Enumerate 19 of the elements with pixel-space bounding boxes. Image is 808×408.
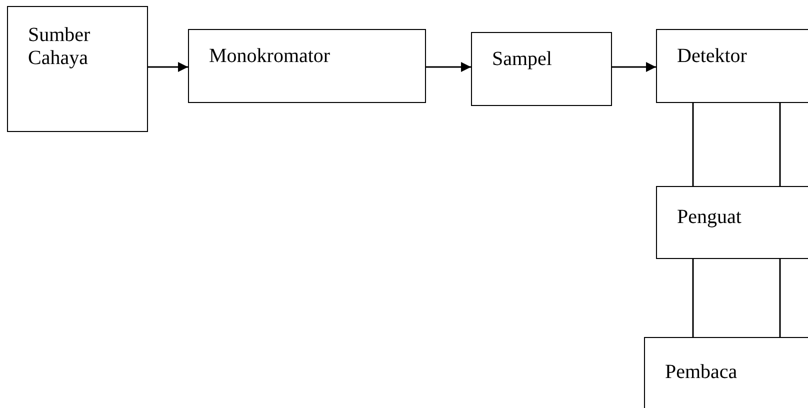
box-label: Detektor <box>677 45 747 68</box>
process-box <box>656 186 808 259</box>
process-box <box>7 6 148 132</box>
box-label: Pembaca <box>665 361 738 384</box>
connector-line <box>779 103 781 186</box>
process-box <box>644 337 808 408</box>
connector-line <box>779 259 781 337</box>
box-label: Sampel <box>492 48 552 71</box>
arrow <box>612 62 656 72</box>
process-box <box>188 29 426 103</box>
connector-line <box>692 259 694 337</box>
connector-line <box>692 103 694 186</box>
box-label: Monokromator <box>209 45 330 68</box>
arrow <box>148 62 188 72</box>
box-label: Sumber Cahaya <box>28 24 92 70</box>
process-box <box>656 29 808 103</box>
box-label: Penguat <box>677 206 742 229</box>
process-box <box>471 32 612 106</box>
arrow <box>426 62 471 72</box>
